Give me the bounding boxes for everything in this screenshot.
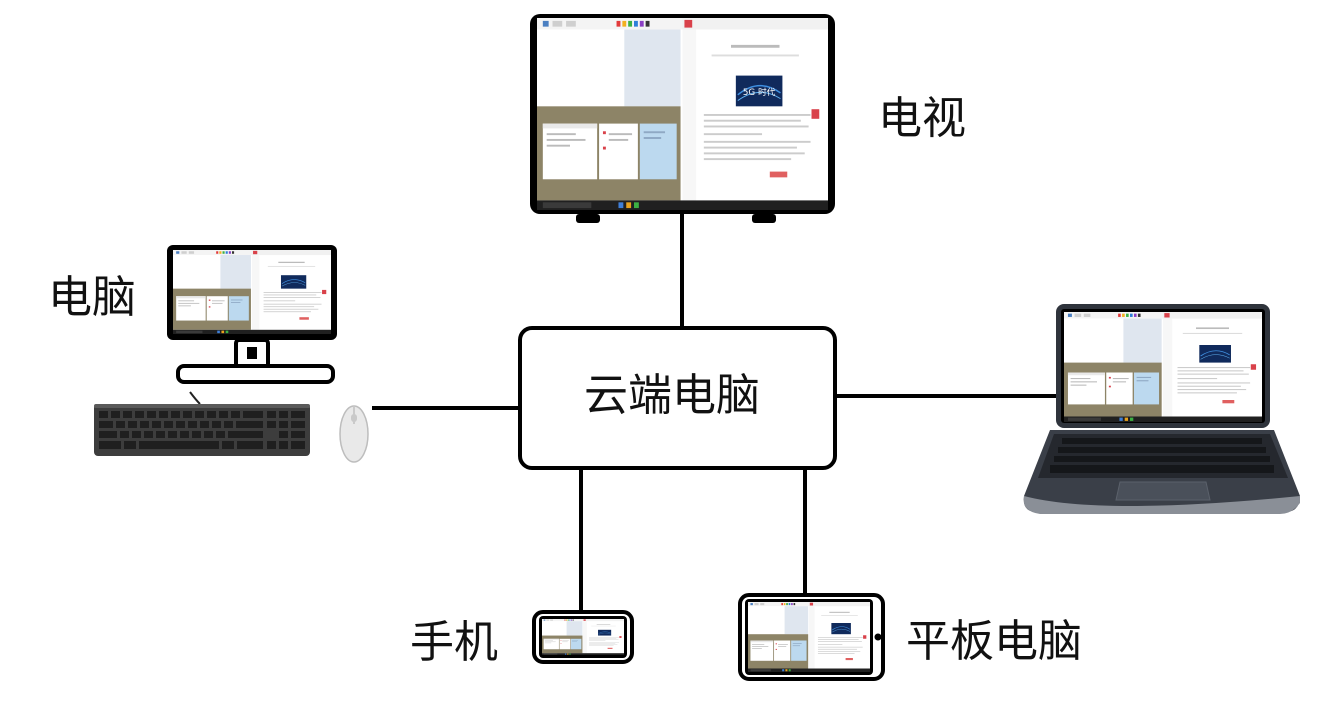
desktop-monitor-base [176, 364, 335, 384]
cloud-pc-node: 云端电脑 [518, 326, 837, 470]
tv-banner-text: 5G 时代 [743, 86, 776, 98]
tv-screen: 5G 时代 [537, 18, 828, 210]
cloud-pc-box [518, 326, 837, 470]
tv-node: 5G 时代 电视 [530, 14, 966, 223]
tablet-node: 平板电脑 [738, 593, 1082, 681]
phone-screen [542, 619, 624, 655]
tv-foot-left [576, 214, 600, 223]
phone-label: 手机 [410, 617, 498, 668]
tablet-home-button [874, 633, 882, 641]
keyboard-icon [94, 404, 310, 456]
cloud-pc-label: 云端电脑 [584, 370, 760, 421]
mouse-icon [339, 405, 369, 463]
laptop-node [1023, 304, 1300, 514]
phone-node: 手机 [410, 610, 634, 668]
desktop-monitor-screen [173, 250, 331, 334]
tv-foot-right [752, 214, 776, 223]
tv-label: 电视 [878, 93, 966, 144]
tablet-label: 平板电脑 [906, 616, 1082, 667]
desktop-label: 电脑 [48, 272, 136, 323]
desktop-node: 电脑 [48, 245, 369, 463]
connection-lines [372, 210, 1056, 615]
laptop-screen [1064, 312, 1262, 422]
tablet-screen [748, 602, 870, 672]
